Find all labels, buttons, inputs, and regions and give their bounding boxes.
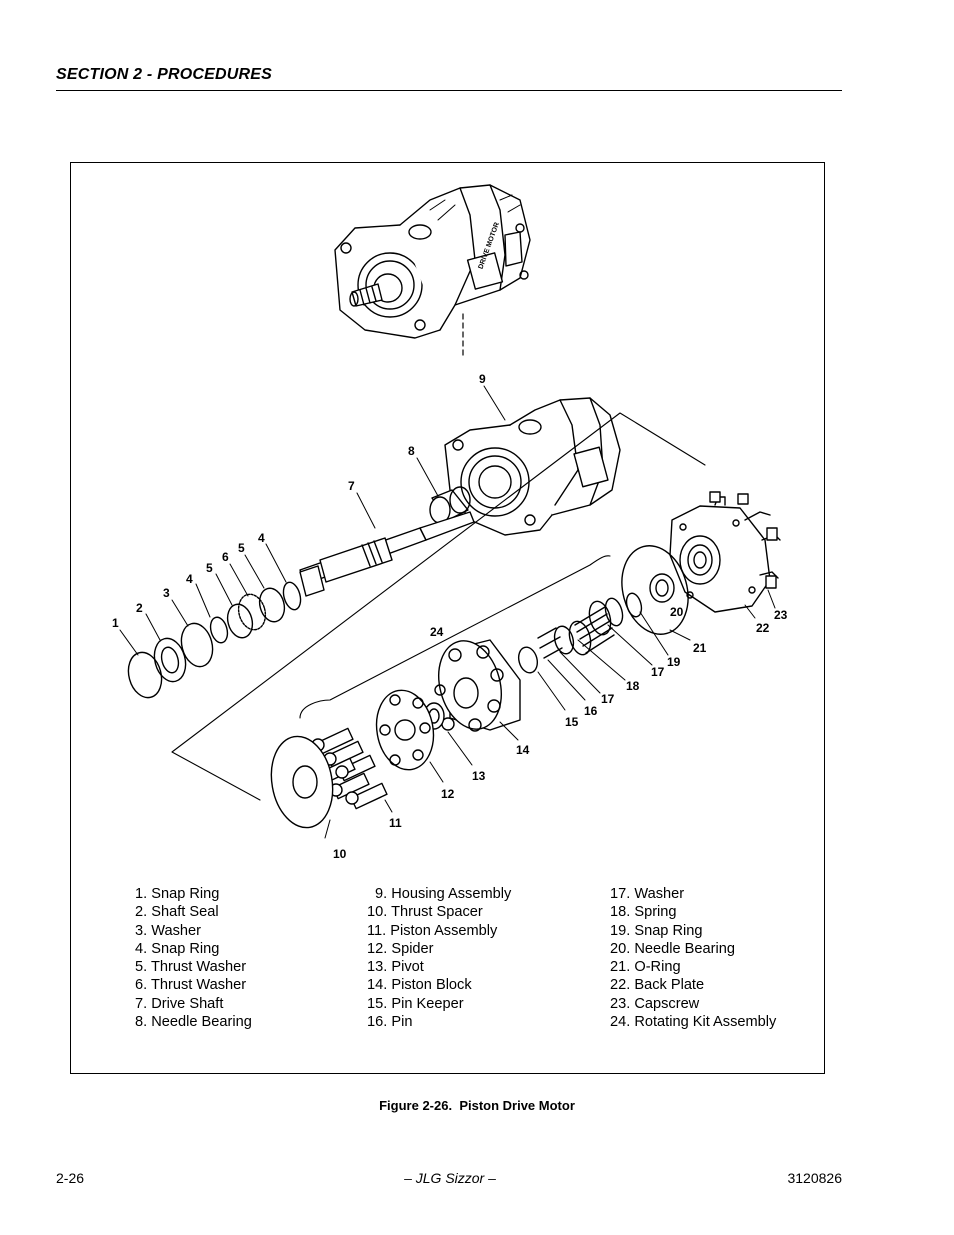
callout-23: 23 bbox=[774, 608, 788, 622]
legend-item: 20. Needle Bearing bbox=[610, 940, 735, 957]
header-rule bbox=[56, 90, 842, 91]
legend-column-2: 9. Housing Assembly 10. Thrust Spacer 11… bbox=[367, 885, 511, 1031]
thrust-spacer-drawing bbox=[270, 735, 334, 829]
legend-item: 9. Housing Assembly bbox=[375, 886, 512, 902]
callout-8: 8 bbox=[408, 444, 415, 458]
legend-item: 14. Piston Block bbox=[367, 977, 472, 994]
footer-title: – JLG Sizzor – bbox=[404, 1170, 496, 1186]
caption-title: Piston Drive Motor bbox=[459, 1098, 575, 1113]
o-ring-drawing bbox=[621, 545, 689, 635]
spring-drawing bbox=[568, 600, 615, 656]
callout-10: 10 bbox=[333, 847, 347, 861]
legend-item: 17. Washer bbox=[610, 886, 685, 902]
legend-item: 1. Snap Ring bbox=[135, 886, 220, 902]
callout-22: 22 bbox=[756, 621, 770, 635]
legend-item: 10. Thrust Spacer bbox=[367, 904, 483, 921]
callout-18: 18 bbox=[626, 679, 640, 693]
callout-6: 6 bbox=[222, 550, 229, 564]
legend-item: 6. Thrust Washer bbox=[135, 977, 247, 994]
figure-caption: Figure 2-26. Piston Drive Motor bbox=[0, 1098, 954, 1113]
piston-block-drawing bbox=[434, 639, 521, 732]
back-plate-drawing bbox=[669, 491, 781, 613]
legend-item: 16. Pin bbox=[367, 1014, 413, 1031]
callout-13: 13 bbox=[472, 769, 486, 783]
callout-17b: 17 bbox=[651, 665, 665, 679]
section-title: SECTION 2 - PROCEDURES bbox=[56, 66, 272, 83]
legend-item: 13. Pivot bbox=[367, 959, 424, 976]
callout-3: 3 bbox=[163, 586, 170, 600]
legend-item: 19. Snap Ring bbox=[610, 922, 703, 939]
callout-5b: 5 bbox=[238, 541, 245, 555]
callout-7: 7 bbox=[348, 479, 355, 493]
legend-item: 23. Capscrew bbox=[610, 995, 700, 1012]
callout-numbers: 1 2 3 4 5 6 5 4 7 8 9 10 11 12 13 14 15 … bbox=[112, 372, 788, 861]
legend-item: 2. Shaft Seal bbox=[135, 904, 219, 921]
assembled-motor-drawing bbox=[334, 184, 531, 339]
housing-assembly-drawing bbox=[444, 397, 621, 536]
legend-item: 12. Spider bbox=[367, 940, 434, 957]
exploded-diagram: DRIVE MOTOR 1 2 3 4 5 6 5 4 7 8 9 10 11 … bbox=[112, 184, 788, 861]
callout-4: 4 bbox=[186, 572, 193, 586]
figure-frame bbox=[70, 162, 825, 1074]
document-number: 3120826 bbox=[787, 1170, 842, 1186]
callout-12: 12 bbox=[441, 787, 455, 801]
callout-11: 11 bbox=[389, 816, 402, 830]
legend-item: 22. Back Plate bbox=[610, 977, 705, 994]
drive-shaft-drawing bbox=[299, 511, 475, 597]
legend-column-1: 1. Snap Ring 2. Shaft Seal 3. Washer 4. … bbox=[135, 885, 252, 1031]
legend-item: 24. Rotating Kit Assembly bbox=[610, 1014, 777, 1031]
callout-2: 2 bbox=[136, 601, 143, 615]
caption-number: Figure 2-26. bbox=[379, 1098, 453, 1113]
callout-14: 14 bbox=[516, 743, 530, 757]
callout-9: 9 bbox=[479, 372, 486, 386]
legend-item: 7. Drive Shaft bbox=[135, 995, 224, 1012]
callout-5: 5 bbox=[206, 561, 213, 575]
callout-17: 17 bbox=[601, 692, 615, 706]
legend-item: 3. Washer bbox=[135, 922, 201, 939]
callout-4b: 4 bbox=[258, 531, 265, 545]
callout-20: 20 bbox=[670, 605, 684, 619]
legend-item: 11. Piston Assembly bbox=[367, 922, 498, 939]
legend-item: 4. Snap Ring bbox=[135, 940, 220, 957]
callout-16: 16 bbox=[584, 704, 598, 718]
callout-24: 24 bbox=[430, 625, 444, 639]
legend-item: 8. Needle Bearing bbox=[135, 1014, 252, 1031]
callout-19: 19 bbox=[667, 655, 681, 669]
callout-15: 15 bbox=[565, 715, 579, 729]
legend-item: 18. Spring bbox=[610, 904, 677, 921]
legend-item: 21. O-Ring bbox=[610, 959, 681, 976]
legend-item: 5. Thrust Washer bbox=[135, 959, 247, 976]
callout-21: 21 bbox=[693, 641, 707, 655]
spider-drawing bbox=[375, 689, 435, 771]
callout-1: 1 bbox=[112, 616, 119, 630]
legend-item: 15. Pin Keeper bbox=[367, 995, 464, 1012]
rotating-kit-bracket bbox=[171, 412, 706, 801]
page-number: 2-26 bbox=[56, 1170, 85, 1186]
legend-column-3: 17. Washer 18. Spring 19. Snap Ring 20. … bbox=[610, 885, 776, 1031]
